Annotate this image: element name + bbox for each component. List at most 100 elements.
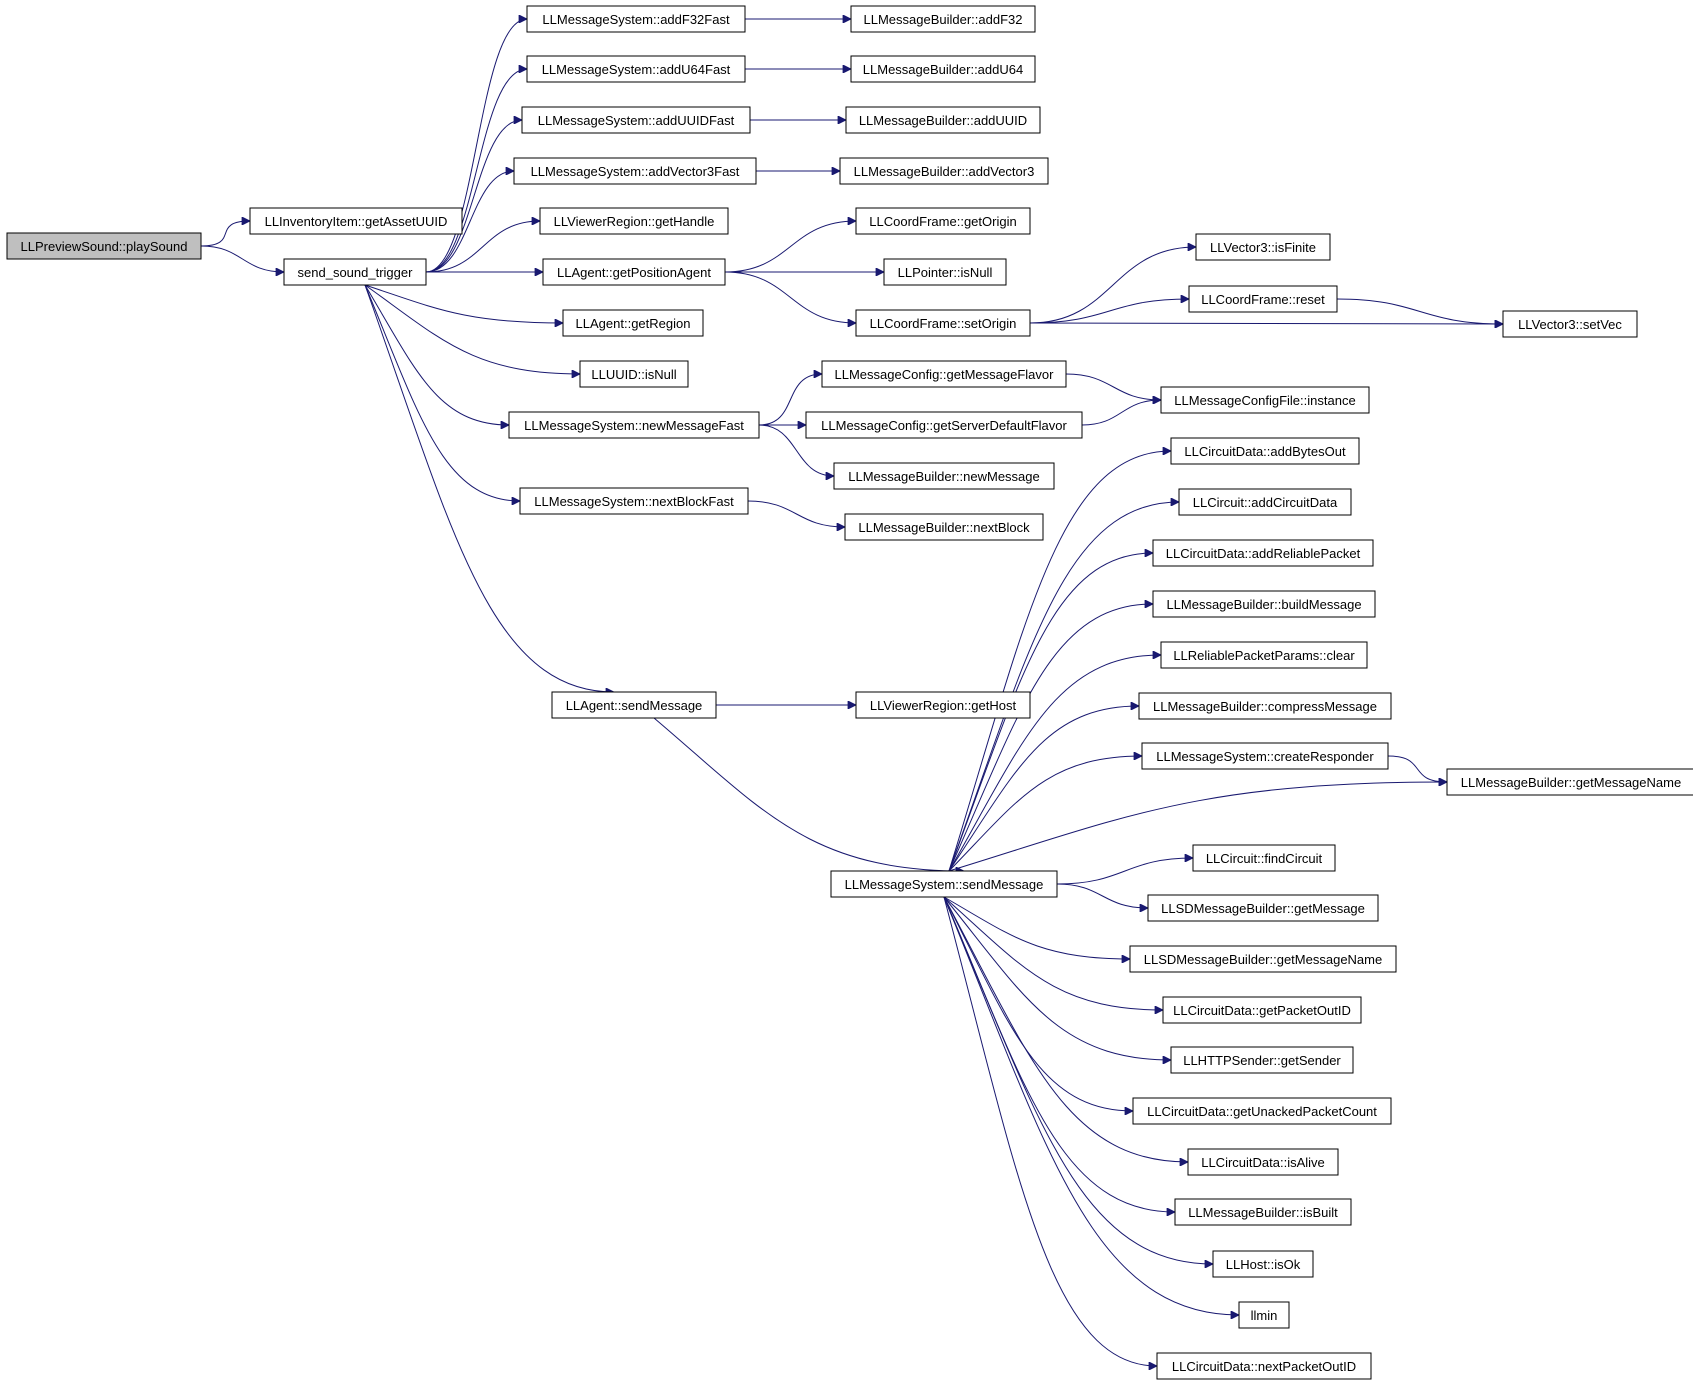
node-addUUIDFast[interactable]: LLMessageSystem::addUUIDFast [521, 106, 751, 134]
node-label: LLHost::isOk [1226, 1257, 1301, 1272]
node-getMessageFlavor[interactable]: LLMessageConfig::getMessageFlavor [821, 360, 1067, 388]
node-msSendMessage[interactable]: LLMessageSystem::sendMessage [830, 870, 1058, 898]
node-box [579, 360, 689, 388]
node-addU64[interactable]: LLMessageBuilder::addU64 [850, 55, 1036, 83]
edge [425, 221, 540, 273]
node-getServerDefaultFlavor[interactable]: LLMessageConfig::getServerDefaultFlavor [805, 411, 1083, 439]
node-buildMessage[interactable]: LLMessageBuilder::buildMessage [1152, 590, 1376, 618]
node-label: LLMessageBuilder::isBuilt [1188, 1205, 1338, 1220]
node-box [1174, 1198, 1352, 1226]
node-label: LLMessageSystem::nextBlockFast [534, 494, 734, 509]
node-label: LLInventoryItem::getAssetUUID [265, 214, 448, 229]
node-box [519, 487, 749, 515]
node-label: LLAgent::getRegion [576, 316, 691, 331]
node-label: LLHTTPSender::getSender [1183, 1053, 1341, 1068]
node-agentSendMessage[interactable]: LLAgent::sendMessage [551, 691, 717, 719]
node-label: LLPreviewSound::playSound [21, 239, 188, 254]
node-pointerIsNull[interactable]: LLPointer::isNull [883, 258, 1007, 286]
node-getOrigin[interactable]: LLCoordFrame::getOrigin [855, 207, 1031, 235]
edge [724, 221, 856, 273]
node-findCircuit[interactable]: LLCircuit::findCircuit [1192, 844, 1336, 872]
node-box [1170, 1046, 1354, 1074]
node-label: LLMessageBuilder::addUUID [859, 113, 1027, 128]
node-reset[interactable]: LLCoordFrame::reset [1188, 285, 1338, 313]
node-getHost[interactable]: LLViewerRegion::getHost [855, 691, 1031, 719]
node-addVector3[interactable]: LLMessageBuilder::addVector3 [839, 157, 1049, 185]
edge-msSendMessage-to-createResponder [948, 756, 1142, 872]
node-send_sound_trigger[interactable]: send_sound_trigger [283, 258, 427, 286]
edge [425, 120, 522, 273]
node-label: LLAgent::sendMessage [566, 698, 703, 713]
node-getMessageName[interactable]: LLMessageBuilder::getMessageName [1446, 768, 1693, 796]
node-box [1160, 641, 1368, 669]
node-getRegion[interactable]: LLAgent::getRegion [562, 309, 704, 337]
edge [943, 896, 1188, 1162]
node-getPositionAgent[interactable]: LLAgent::getPositionAgent [542, 258, 726, 286]
edge-msSendMessage-to-addBytesOut [948, 451, 1171, 872]
node-newMessage[interactable]: LLMessageBuilder::newMessage [833, 462, 1055, 490]
edge [1336, 298, 1503, 324]
node-getSender[interactable]: LLHTTPSender::getSender [1170, 1046, 1354, 1074]
edge [948, 451, 1171, 872]
node-addCircuitData[interactable]: LLCircuit::addCircuitData [1178, 488, 1352, 516]
edge [1029, 299, 1189, 324]
edge [943, 896, 1171, 1060]
node-sdGetMessageName[interactable]: LLSDMessageBuilder::getMessageName [1129, 945, 1397, 973]
node-label: LLMessageConfig::getMessageFlavor [835, 367, 1055, 382]
node-box [1132, 1097, 1392, 1125]
node-label: LLPointer::isNull [898, 265, 993, 280]
node-createResponder[interactable]: LLMessageSystem::createResponder [1141, 742, 1389, 770]
node-compressMessage[interactable]: LLMessageBuilder::compressMessage [1138, 692, 1392, 720]
node-addBytesOut[interactable]: LLCircuitData::addBytesOut [1170, 437, 1360, 465]
node-box [1187, 1148, 1339, 1176]
node-box [1238, 1301, 1290, 1329]
node-setVec[interactable]: LLVector3::setVec [1502, 310, 1638, 338]
node-uuidIsNull[interactable]: LLUUID::isNull [579, 360, 689, 388]
node-box [551, 691, 717, 719]
node-getHandle[interactable]: LLViewerRegion::getHandle [539, 207, 729, 235]
node-addReliablePacket[interactable]: LLCircuitData::addReliablePacket [1152, 539, 1374, 567]
edge [948, 604, 1153, 872]
node-box [855, 691, 1031, 719]
node-setOrigin[interactable]: LLCoordFrame::setOrigin [855, 309, 1031, 337]
node-box [833, 462, 1055, 490]
node-isAlive[interactable]: LLCircuitData::isAlive [1187, 1148, 1339, 1176]
edge [724, 271, 856, 323]
node-rppClear[interactable]: LLReliablePacketParams::clear [1160, 641, 1368, 669]
node-box [839, 157, 1049, 185]
node-addU64Fast[interactable]: LLMessageSystem::addU64Fast [526, 55, 746, 83]
edge-send_sound_trigger-to-nextBlockFast [364, 284, 520, 501]
node-nextBlockFast[interactable]: LLMessageSystem::nextBlockFast [519, 487, 749, 515]
node-newMessageFast[interactable]: LLMessageSystem::newMessageFast [508, 411, 760, 439]
edges-layer [200, 19, 1503, 1366]
node-box [883, 258, 1007, 286]
node-addF32[interactable]: LLMessageBuilder::addF32 [850, 5, 1036, 33]
edge-msSendMessage-to-hostIsOk [943, 896, 1213, 1264]
node-addUUID[interactable]: LLMessageBuilder::addUUID [845, 106, 1041, 134]
node-label: LLCircuitData::addReliablePacket [1166, 546, 1361, 561]
node-isFinite[interactable]: LLVector3::isFinite [1195, 233, 1331, 261]
node-nextBlock[interactable]: LLMessageBuilder::nextBlock [844, 513, 1044, 541]
node-root[interactable]: LLPreviewSound::playSound [6, 232, 202, 260]
edge [948, 553, 1153, 872]
node-addVector3Fast[interactable]: LLMessageSystem::addVector3Fast [513, 157, 757, 185]
node-box [1502, 310, 1638, 338]
node-sdGetMessage[interactable]: LLSDMessageBuilder::getMessage [1147, 894, 1379, 922]
node-configInstance[interactable]: LLMessageConfigFile::instance [1160, 386, 1370, 414]
node-addF32Fast[interactable]: LLMessageSystem::addF32Fast [526, 5, 746, 33]
node-nextPacketOutID[interactable]: LLCircuitData::nextPacketOutID [1156, 1352, 1372, 1380]
edge [1081, 400, 1161, 426]
edge-send_sound_trigger-to-getHandle [425, 221, 540, 273]
edge-root-to-send_sound_trigger [200, 245, 284, 272]
node-isBuilt[interactable]: LLMessageBuilder::isBuilt [1174, 1198, 1352, 1226]
node-getAssetUUID[interactable]: LLInventoryItem::getAssetUUID [249, 207, 463, 235]
edge [425, 171, 514, 273]
node-getPacketOutID[interactable]: LLCircuitData::getPacketOutID [1162, 996, 1362, 1024]
node-hostIsOk[interactable]: LLHost::isOk [1212, 1250, 1314, 1278]
node-box [1192, 844, 1336, 872]
edge-msSendMessage-to-sdGetMessageName [943, 896, 1130, 959]
edge [747, 500, 845, 527]
node-label: LLAgent::getPositionAgent [557, 265, 711, 280]
node-llmin[interactable]: llmin [1238, 1301, 1290, 1329]
node-getUnackedPacketCount[interactable]: LLCircuitData::getUnackedPacketCount [1132, 1097, 1392, 1125]
